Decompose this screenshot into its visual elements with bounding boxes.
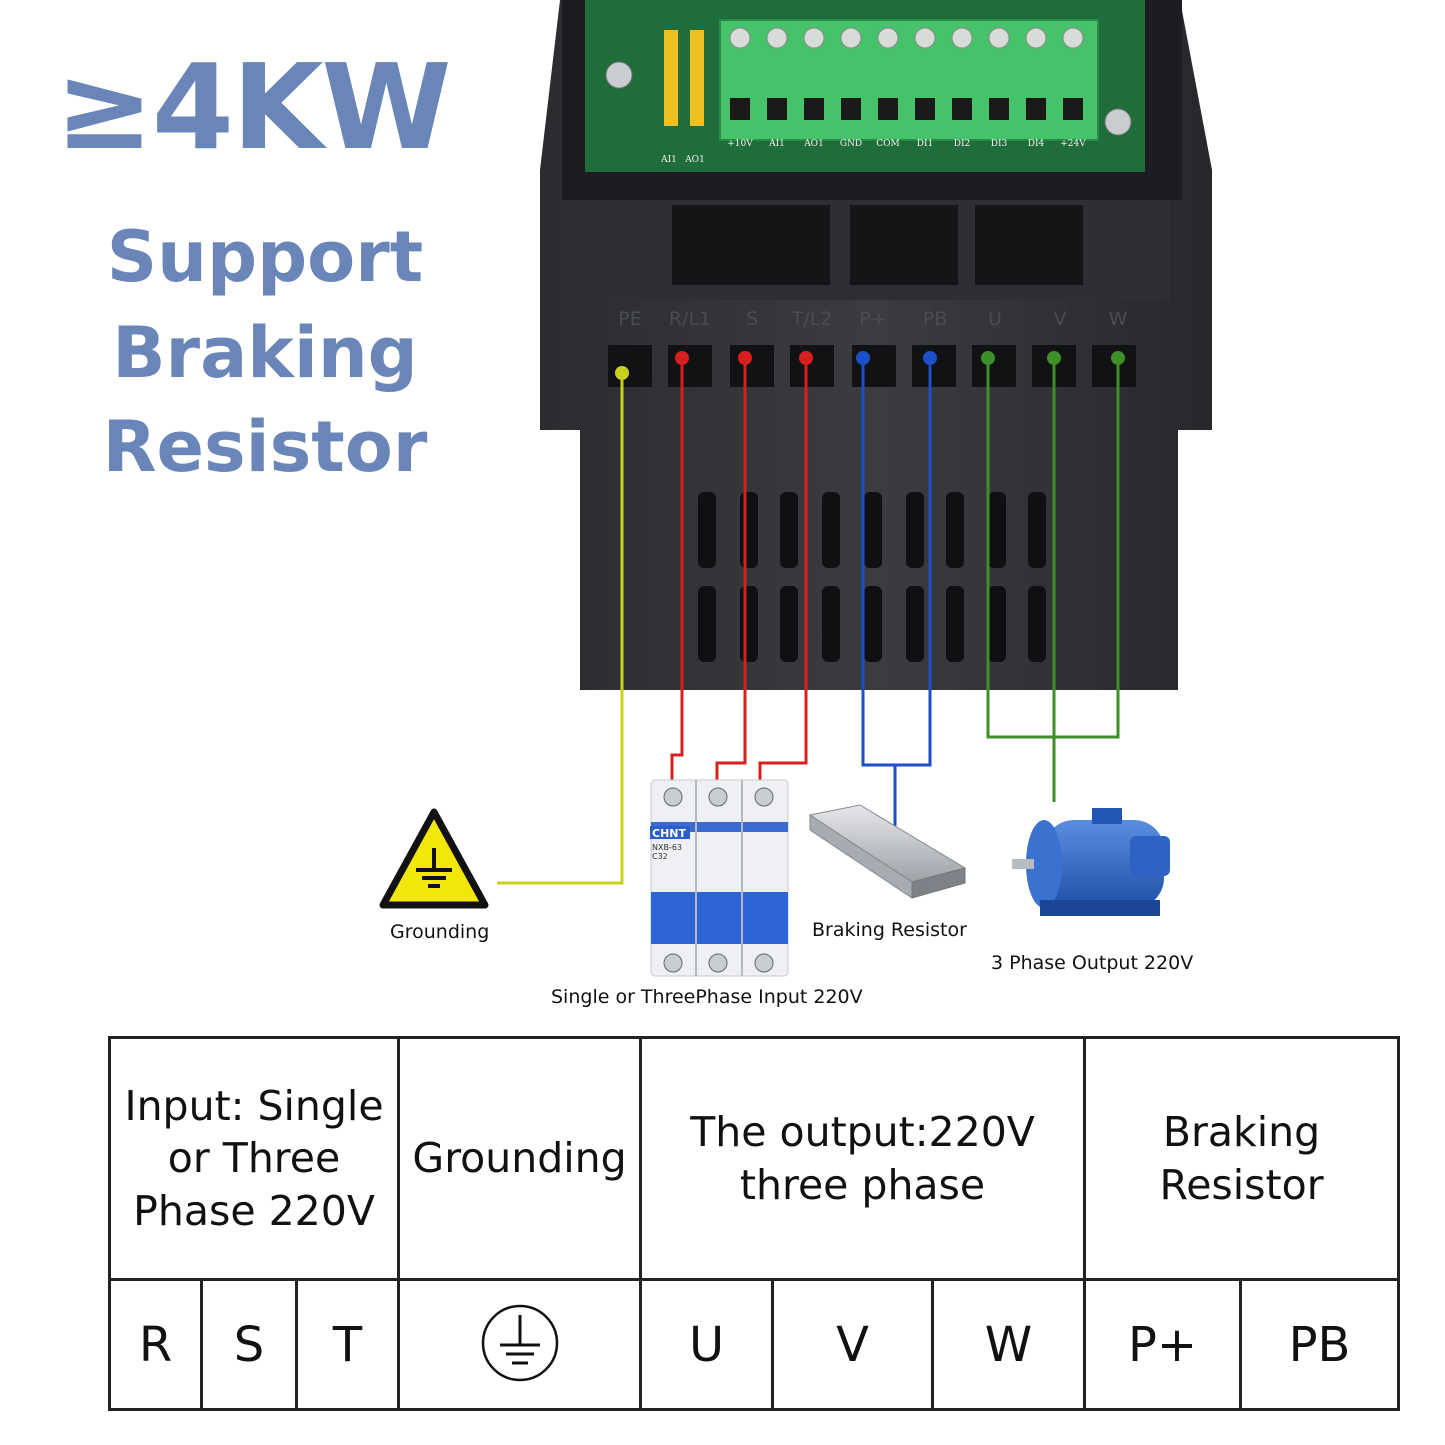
breaker-brand: CHNT [652,827,686,840]
headline-braking: Braking [112,312,418,394]
ctl-label-6: DI2 [954,139,971,149]
ctl-label-3: GND [840,139,862,149]
cell-v: V [771,1278,935,1411]
headline-resistor: Resistor [102,406,428,488]
ctl-label-8: DI4 [1028,139,1045,149]
circuit-breaker: CHNT NXB-63 C32 [650,779,789,977]
cell-t: T [294,1278,401,1411]
inverter-body: +10V AI1 AO1 GND COM DI1 DI2 DI3 DI4 +24… [540,0,1212,690]
wires [497,358,1120,885]
terminal-screws [729,27,1084,49]
wire-ground [497,373,624,885]
label-braking-resistor: Braking Resistor [812,919,967,941]
pwr-label-tl2: T/L2 [791,308,833,330]
cell-u: U [639,1278,775,1411]
ctl-label-2: AO1 [803,139,824,149]
headline-support: Support [106,216,424,298]
pwr-label-pe: PE [618,308,641,330]
cell-s: S [200,1278,298,1411]
ctl-label-7: DI3 [991,139,1008,149]
wire-t [758,358,808,795]
ctl-label-9: +24V [1060,139,1086,149]
wire-r [670,358,684,795]
motor-icon [1012,808,1170,916]
ctl-label-1: AI1 [768,139,785,149]
ground-warning-icon [379,808,489,909]
pwr-label-w: W [1109,308,1128,330]
jumper-ai1 [664,30,678,126]
ctl-label-4: COM [876,139,899,149]
cell-w: W [931,1278,1087,1411]
cell-r: R [108,1278,203,1411]
ground-symbol-icon [481,1304,558,1381]
pwr-label-pb: PB [923,308,948,330]
pcb-screw-left [605,61,633,89]
header-grounding: Grounding [397,1036,643,1281]
label-input: Single or ThreePhase Input 220V [551,986,863,1008]
power-terminal-labels: PE R/L1 S T/L2 P+ PB U V W [618,308,1127,330]
control-terminal-labels: +10V AI1 AO1 GND COM DI1 DI2 DI3 DI4 +24… [727,139,1086,149]
label-grounding: Grounding [390,921,490,943]
cell-pb: PB [1239,1278,1401,1411]
ctl-label-5: DI1 [917,139,934,149]
pwr-label-u: U [988,308,1002,330]
braking-resistor-icon [808,804,967,899]
breaker-model: NXB-63 [652,843,682,852]
pwr-label-rl1: R/L1 [669,308,711,330]
wiring-diagram: +10V AI1 AO1 GND COM DI1 DI2 DI3 DI4 +24… [379,0,1212,977]
pwr-label-pplus: P+ [859,308,886,330]
pwr-label-s: S [746,308,758,330]
pcb-screw-right [1104,108,1132,136]
jumper-label-ao1: AO1 [684,155,705,165]
breaker-rating: C32 [652,852,668,861]
jumper-ao1 [690,30,704,126]
cell-pplus: P+ [1083,1278,1243,1411]
terminal-dots [615,351,1125,380]
headline: ≥4KW Support Braking Resistor [0,0,530,500]
power-rating: ≥4KW [55,38,452,176]
terminal-sockets [730,98,1083,120]
wire-s [715,358,747,795]
label-motor-output: 3 Phase Output 220V [991,952,1194,974]
pwr-label-v: V [1054,308,1067,330]
cell-ground [397,1278,643,1411]
ctl-label-0: +10V [727,139,753,149]
vents [698,492,1046,662]
power-terminal-openings [608,345,1136,387]
jumper-label-ai1: AI1 [660,155,677,165]
